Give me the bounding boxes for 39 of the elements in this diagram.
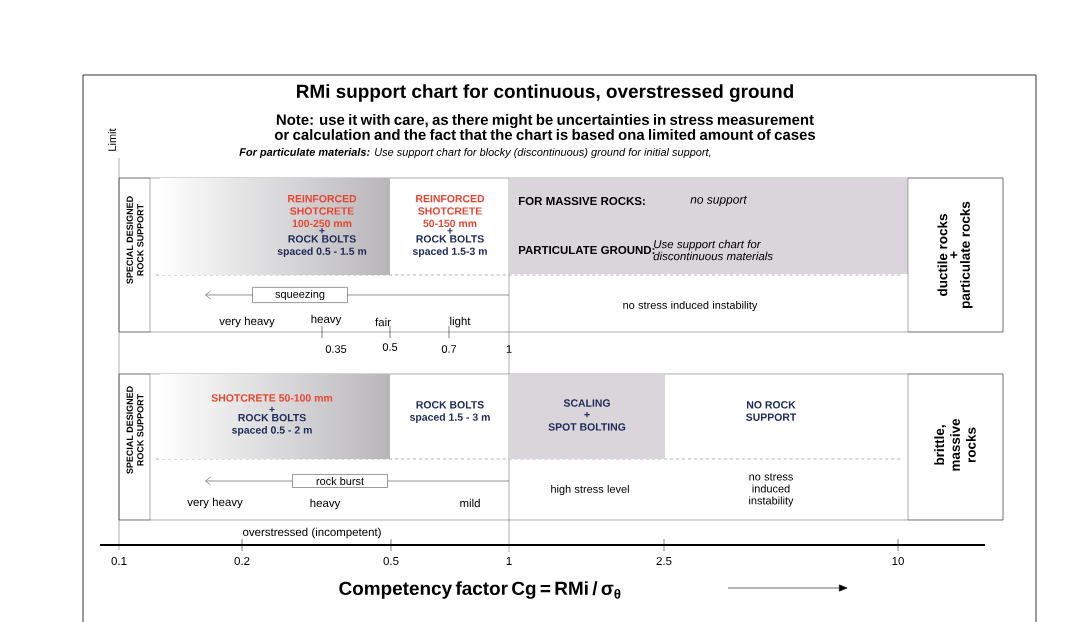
scale-value: 0.7 bbox=[441, 345, 457, 353]
class-label: fair bbox=[375, 317, 391, 327]
axis-tick-label: 1 bbox=[506, 557, 512, 565]
axis-tick-label: 2.5 bbox=[656, 556, 672, 566]
note-text: Note: use it with care, as there might be uncertainties in stress measurement or calculation and the fact that the chart is based ona limited amount of cases bbox=[274, 114, 816, 140]
axis-title: Competency factor Cg = RMi / σ$_{θ}$ bbox=[339, 581, 621, 599]
side-cell: SPECIAL DESIGNED ROCK SUPPORT bbox=[118, 373, 151, 521]
support-text: NO ROCK SUPPORT bbox=[746, 401, 797, 421]
support-text: REINFORCED SHOTCRETE 50-150 mm + ROCK BOLTS spaced 1.5-3 m bbox=[412, 194, 487, 258]
shaded-cell: SCALING + SPOT BOLTING bbox=[509, 374, 665, 459]
shaded-cell: REINFORCED SHOTCRETE 100-250 mm + ROCK BOLTS spaced 0.5 - 1.5 m bbox=[277, 194, 367, 258]
axis-tick-label: 0.5 bbox=[383, 556, 399, 566]
limit-label: Limit bbox=[108, 128, 116, 151]
title: RMi support chart for continuous, overstressed ground bbox=[297, 84, 793, 102]
shaded-cell: FOR MASSIVE ROCKS: no support PARTICULATE GROUND:Use support chart for discontinuous materials bbox=[509, 178, 908, 274]
axis-tick-label: 10 bbox=[892, 556, 904, 566]
support-text: ROCK BOLTS spaced 1.5 - 3 m bbox=[409, 401, 490, 423]
note-text: For particulate materials: Use support chart for blocky (discontinuous) ground for initial support, bbox=[239, 147, 711, 159]
scale-value: 0.35 bbox=[325, 345, 347, 353]
zone-label: no stress induced instability bbox=[623, 300, 758, 312]
side-cell: ductile rocks + particulate rocks bbox=[907, 177, 1004, 333]
class-label: mild bbox=[460, 498, 480, 508]
class-label: very heavy bbox=[219, 316, 275, 328]
class-label: very heavy bbox=[187, 497, 243, 509]
label-box: squeezing bbox=[252, 287, 348, 303]
axis-tick-label: 0.2 bbox=[234, 556, 250, 566]
shaded-cell: SHOTCRETE 50-100 mm + ROCK BOLTS spaced 0.5 - 2 m bbox=[211, 394, 333, 436]
side-cell: brittle, massive rocks bbox=[907, 373, 1004, 521]
axis-tick-label: 0.1 bbox=[111, 556, 127, 566]
side-cell: SPECIAL DESIGNED ROCK SUPPORT bbox=[118, 177, 151, 333]
label-box: rock burst bbox=[292, 474, 388, 488]
zone-label: high stress level bbox=[551, 484, 629, 496]
class-label: heavy bbox=[311, 314, 342, 326]
class-label: heavy bbox=[310, 498, 341, 510]
class-label: light bbox=[450, 316, 471, 328]
scale-value: 0.5 bbox=[382, 343, 398, 351]
scale-value: 1 bbox=[506, 345, 512, 353]
zone-label: overstressed (incompetent) bbox=[243, 527, 381, 539]
zone-label: no stress induced instability bbox=[749, 473, 794, 507]
